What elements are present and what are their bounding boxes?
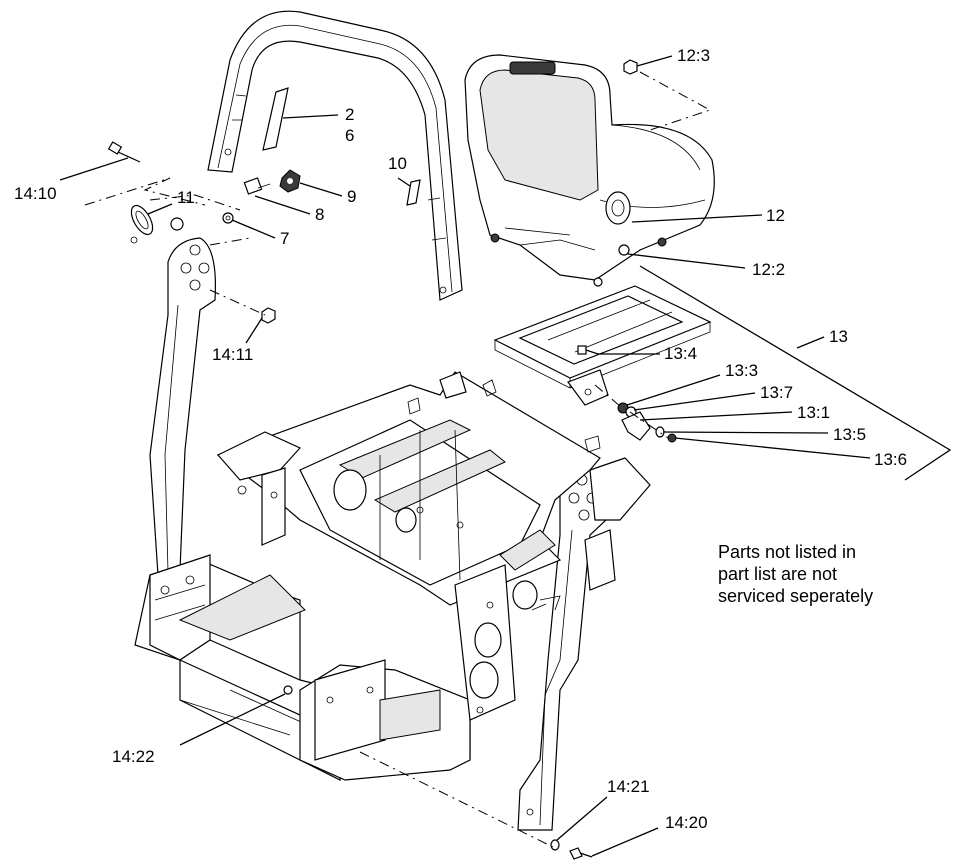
bolt-8 — [243, 177, 271, 195]
callout-12-2: 12:2 — [752, 260, 785, 279]
bolt-13-4 — [577, 345, 599, 355]
callout-2: 2 — [345, 105, 354, 124]
callout-13-6: 13:6 — [874, 450, 907, 469]
decal-2 — [262, 87, 289, 151]
bolt-14-20 — [569, 847, 593, 860]
seat-bracket-13 — [493, 285, 712, 389]
callout-11: 11 — [177, 188, 195, 207]
nut-12-3 — [623, 59, 638, 75]
service-note-line-2: part list are not — [718, 564, 838, 584]
stud-12-2 — [618, 244, 630, 256]
latch-13-1 — [621, 411, 651, 441]
washer-13-5 — [655, 426, 665, 438]
callout-14-20: 14:20 — [665, 813, 708, 832]
bolt-14-10 — [107, 141, 141, 163]
callout-13-5: 13:5 — [833, 425, 866, 444]
callout-14-11: 14:11 — [212, 345, 253, 364]
callout-12-3: 12:3 — [677, 46, 710, 65]
callout-13: 13 — [829, 327, 848, 346]
nut-14-11 — [261, 307, 276, 324]
nut-7 — [222, 212, 234, 224]
callout-14-21: 14:21 — [607, 777, 650, 796]
rops-post-left — [149, 237, 217, 576]
service-note: Parts not listed in part list are not se… — [718, 541, 873, 607]
callout-10: 10 — [388, 154, 407, 173]
roll-bar-upper — [207, 10, 463, 301]
service-note-line-3: serviced seperately — [718, 586, 874, 606]
callout-12: 12 — [766, 206, 785, 225]
callout-13-1: 13:1 — [797, 403, 830, 422]
callout-13-3: 13:3 — [725, 361, 758, 380]
callout-14-10: 14:10 — [14, 184, 57, 203]
callout-13-7: 13:7 — [760, 383, 793, 402]
callout-9: 9 — [347, 187, 356, 206]
washer-14-21 — [550, 839, 560, 851]
nut-13-6 — [667, 433, 677, 443]
assembly-lines — [84, 71, 712, 849]
chassis-frame — [134, 371, 651, 781]
callout-8: 8 — [315, 205, 324, 224]
decal-10 — [406, 179, 421, 206]
leader-lines — [59, 55, 952, 857]
callout-14-22: 14:22 — [112, 747, 155, 766]
nut-14-22 — [283, 685, 293, 695]
callout-7: 7 — [280, 229, 289, 248]
pin-11 — [130, 204, 184, 244]
callouts: 2 6 10 9 8 7 11 14:10 14:11 12:3 12 12:2… — [14, 46, 907, 832]
knob-9 — [279, 169, 301, 193]
service-note-line-1: Parts not listed in — [718, 542, 857, 562]
seat-latch-bracket — [567, 369, 609, 406]
callout-6: 6 — [345, 126, 354, 145]
seat — [464, 54, 715, 287]
callout-13-4: 13:4 — [664, 344, 697, 363]
